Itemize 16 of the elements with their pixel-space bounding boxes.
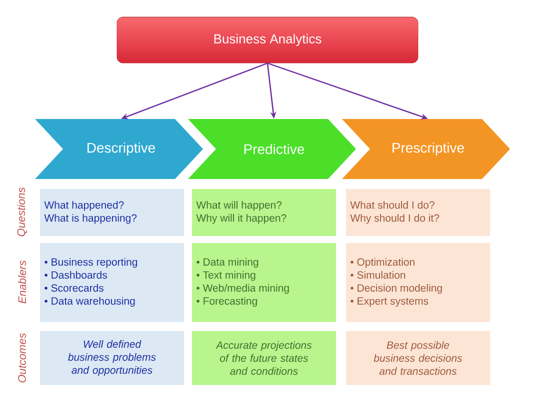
row-label: Outcomes: [18, 333, 26, 382]
table-cell: • Data mining • Text mining • Web/media mining • Forecasting: [192, 243, 336, 322]
stage-banner: Descriptive: [35, 119, 203, 179]
row-label: Questions: [16, 187, 28, 236]
table-cell: Well defined business problems and opportunities: [40, 331, 184, 385]
table-cell: What should I do? Why should I do it?: [346, 189, 490, 236]
title-box: Business Analytics: [116, 16, 418, 64]
table-cell: • Business reporting • Dashboards • Scorecards • Data warehousing: [40, 243, 184, 322]
table-cell: Best possible business decisions and transactions: [346, 331, 490, 385]
table-cell: What will happen? Why will it happen?: [192, 189, 336, 236]
table-cell: What happened? What is happening?: [40, 189, 184, 236]
stage-banner: Prescriptive: [342, 119, 510, 179]
table-cell: • Optimization • Simulation • Decision modeling • Expert systems: [346, 243, 490, 322]
row-label: Enablers: [18, 260, 26, 304]
stage-banner: Predictive: [188, 119, 356, 179]
table-cell: Accurate projections of the future states and conditions: [192, 331, 336, 385]
